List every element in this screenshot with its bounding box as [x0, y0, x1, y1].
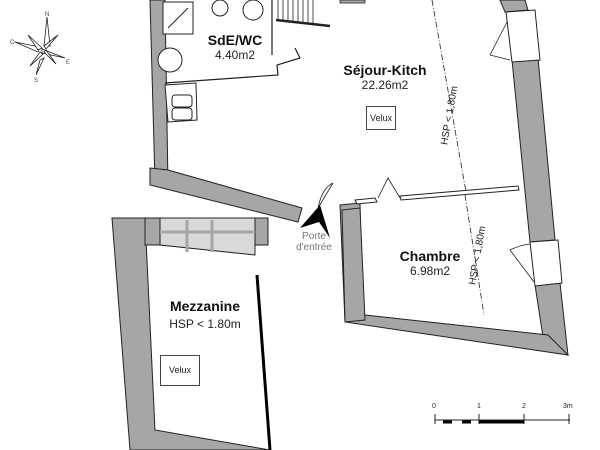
entrance-label-line2: d'entrée: [296, 242, 332, 253]
hsp-lines: [431, 0, 485, 316]
staircase: [275, 0, 366, 28]
compass-label-east: E: [66, 60, 71, 66]
room-name: Séjour-Kitch: [343, 62, 427, 78]
scale-bar: [434, 414, 570, 424]
scale-tick-3m: 3m: [563, 403, 573, 410]
bathroom-fixtures: [157, 0, 264, 123]
compass-label-south: S: [34, 78, 39, 84]
sde-partition: [164, 0, 301, 84]
mezzanine-railing: [255, 274, 272, 450]
compass-label-west: O: [10, 40, 15, 46]
room-area: 6.98m2: [409, 264, 451, 278]
room-mezzanine: Mezzanine HSP < 1.80m: [160, 298, 250, 331]
door-swings: [317, 21, 535, 283]
room-name: Chambre: [399, 248, 461, 264]
velux-skylight-sejour: Velux: [366, 106, 396, 130]
compass-label-north: N: [45, 12, 50, 18]
entrance-label: Porte d'entrée: [284, 231, 344, 253]
room-note: HSP < 1.80m: [169, 317, 241, 331]
room-chambre: Chambre 6.98m2: [390, 248, 470, 278]
room-area: 22.26m2: [361, 78, 409, 92]
scale-tick-0: 0: [432, 403, 436, 410]
upper-walls: [149, 0, 570, 356]
room-area: 4.40m2: [214, 48, 256, 62]
windows: [505, 9, 563, 287]
scale-tick-1: 1: [477, 403, 481, 410]
room-name: Mezzanine: [169, 298, 240, 314]
room-name: SdE/WC: [207, 32, 263, 48]
entrance-arrow: [300, 205, 330, 238]
velux-skylight-mezzanine: Velux: [160, 355, 200, 386]
interior-walls: [354, 185, 520, 205]
entrance-label-line1: Porte: [302, 231, 326, 242]
mezzanine-window-mullions: [160, 220, 255, 252]
scale-tick-2: 2: [522, 403, 526, 410]
room-sejour-kitch: Séjour-Kitch 22.26m2: [330, 62, 440, 92]
mezzanine-walls: [111, 217, 271, 450]
room-sde-wc: SdE/WC 4.40m2: [190, 32, 280, 62]
compass-rose: [14, 16, 66, 76]
